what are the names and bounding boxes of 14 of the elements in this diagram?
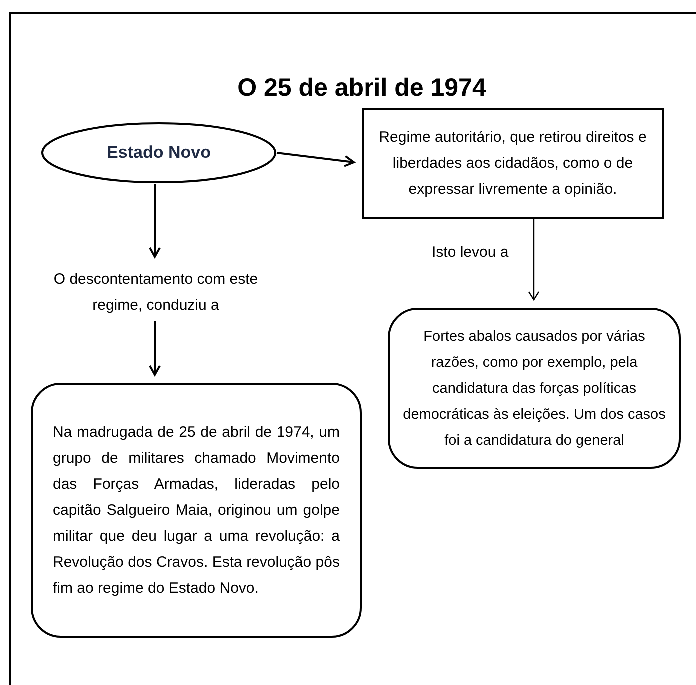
ellipse-node — [41, 122, 277, 184]
rounded-box — [31, 383, 362, 638]
node-text: Na madrugada de 25 de abril de 1974, um grupo de militares chamado Movimento das Forças Armadas, lideradas pelo capitão Salgueiro Maia, originou um golpe militar que deu lugar a uma revolução: a Revolução dos Cravos. Esta revolução pôs fim ao regime do Estado Novo. — [53, 422, 340, 598]
arrow — [276, 152, 356, 168]
arrow — [149, 184, 161, 258]
title: O 25 de abril de 1974 — [236, 73, 488, 104]
arrow — [149, 321, 161, 376]
node-text: O descontentamento com este regime, conduziu a — [52, 270, 260, 316]
rounded-box — [388, 308, 681, 469]
node-text: Fortes abalos causados por várias razões, como por exemplo, pela candidatura das forças políticas democráticas às eleições. Um dos casos foi a candidatura do general — [402, 328, 667, 450]
node-text: Regime autoritário, que retirou direitos e liberdades aos cidadãos, como o de expressar livremente a opinião. — [378, 128, 648, 200]
process-box — [362, 108, 664, 219]
arrow — [528, 219, 540, 301]
node-text: Estado Novo — [106, 142, 212, 164]
